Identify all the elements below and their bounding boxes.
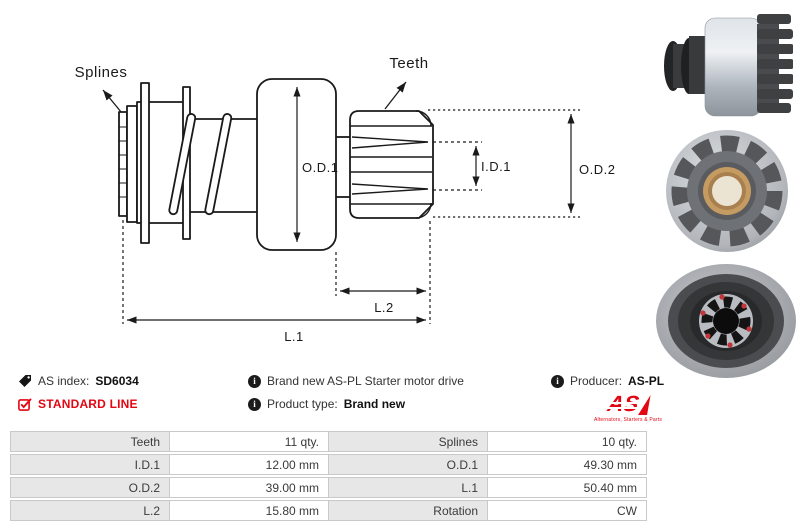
- spec-label-od1: O.D.1: [328, 454, 488, 475]
- product-photo-side-view[interactable]: [661, 6, 793, 120]
- product-photo-back-view[interactable]: [653, 262, 800, 382]
- spec-value-splines: 10 qty.: [487, 431, 647, 452]
- info-icon: i: [551, 374, 564, 388]
- producer-row: i Producer: AS-PL: [551, 374, 664, 388]
- producer-value: AS-PL: [628, 374, 665, 388]
- spec-value-od2: 39.00 mm: [169, 477, 329, 498]
- product-photo-front-view[interactable]: [655, 128, 800, 256]
- pinion-gear: [349, 110, 434, 219]
- dimension-lines: [122, 87, 580, 324]
- info-column-middle: i Brand new AS-PL Starter motor drive i …: [248, 374, 464, 411]
- spline-hatching: [119, 126, 127, 198]
- info-icon: i: [248, 374, 261, 388]
- spec-value-id1: 12.00 mm: [169, 454, 329, 475]
- od1-label: O.D.1: [302, 160, 338, 175]
- description-row: i Brand new AS-PL Starter motor drive: [248, 374, 464, 388]
- as-pl-logo-text: AS: [605, 391, 641, 416]
- info-column-right: i Producer: AS-PL: [551, 374, 664, 388]
- flange-1: [140, 82, 150, 244]
- as-pl-logo: AS Alternators, Starters & Parts: [594, 391, 663, 423]
- l1-label: L.1: [284, 329, 304, 344]
- info-icon: i: [248, 397, 261, 411]
- spec-label-rotation: Rotation: [328, 500, 488, 521]
- teeth-arrow: [384, 81, 407, 110]
- spec-value-teeth: 11 qty.: [169, 431, 329, 452]
- gear-tooth-lines: [350, 110, 432, 219]
- l2-label: L.2: [374, 300, 394, 315]
- table-row: Teeth 11 qty. Splines 10 qty.: [10, 431, 651, 452]
- splines-label: Splines: [75, 64, 128, 81]
- product-type-row: i Product type: Brand new: [248, 397, 464, 411]
- red-paint-marks: [700, 294, 752, 348]
- product-description: Brand new AS-PL Starter motor drive: [267, 374, 464, 388]
- tag-icon: [19, 375, 31, 387]
- spec-value-rotation: CW: [487, 500, 647, 521]
- standard-line-label: STANDARD LINE: [38, 397, 138, 411]
- as-pl-logo-caption: Alternators, Starters & Parts: [594, 417, 663, 423]
- spec-label-l1: L.1: [328, 477, 488, 498]
- spec-value-l2: 15.80 mm: [169, 500, 329, 521]
- as-index-label: AS index:: [38, 374, 90, 388]
- product-type-value: Brand new: [343, 397, 406, 411]
- spline-cap: [118, 111, 128, 217]
- spec-label-l2: L.2: [10, 500, 170, 521]
- part-outline: [118, 78, 434, 251]
- spec-label-od2: O.D.2: [10, 477, 170, 498]
- table-row: I.D.1 12.00 mm O.D.1 49.30 mm: [10, 454, 651, 475]
- spring-coil: [168, 113, 197, 216]
- producer-label: Producer:: [570, 374, 623, 388]
- as-index-row: AS index: SD6034: [18, 374, 139, 388]
- spec-label-id1: I.D.1: [10, 454, 170, 475]
- spec-table: Teeth 11 qty. Splines 10 qty. I.D.1 12.0…: [10, 431, 651, 521]
- spring-coil: [204, 113, 233, 216]
- spec-value-l1: 50.40 mm: [487, 477, 647, 498]
- od2-label: O.D.2: [579, 162, 615, 177]
- teeth-label: Teeth: [389, 55, 428, 72]
- spline-hub: [126, 105, 138, 223]
- table-row: O.D.2 39.00 mm L.1 50.40 mm: [10, 477, 651, 498]
- table-row: L.2 15.80 mm Rotation CW: [10, 500, 651, 521]
- id1-label: I.D.1: [481, 159, 511, 174]
- as-index-value: SD6034: [95, 374, 139, 388]
- standard-line-row: STANDARD LINE: [18, 397, 139, 411]
- info-column-left: AS index: SD6034 STANDARD LINE: [18, 374, 139, 411]
- product-type-label: Product type:: [267, 397, 338, 411]
- checked-box-icon: [18, 397, 32, 411]
- spec-label-teeth: Teeth: [10, 431, 170, 452]
- starter-drive-technical-diagram: Splines Teeth O.D.1 I.D.1 O.D.2 L.2 L.1: [75, 55, 615, 344]
- spec-label-splines: Splines: [328, 431, 488, 452]
- pinion-teeth-photo: [757, 14, 793, 113]
- spec-value-od1: 49.30 mm: [487, 454, 647, 475]
